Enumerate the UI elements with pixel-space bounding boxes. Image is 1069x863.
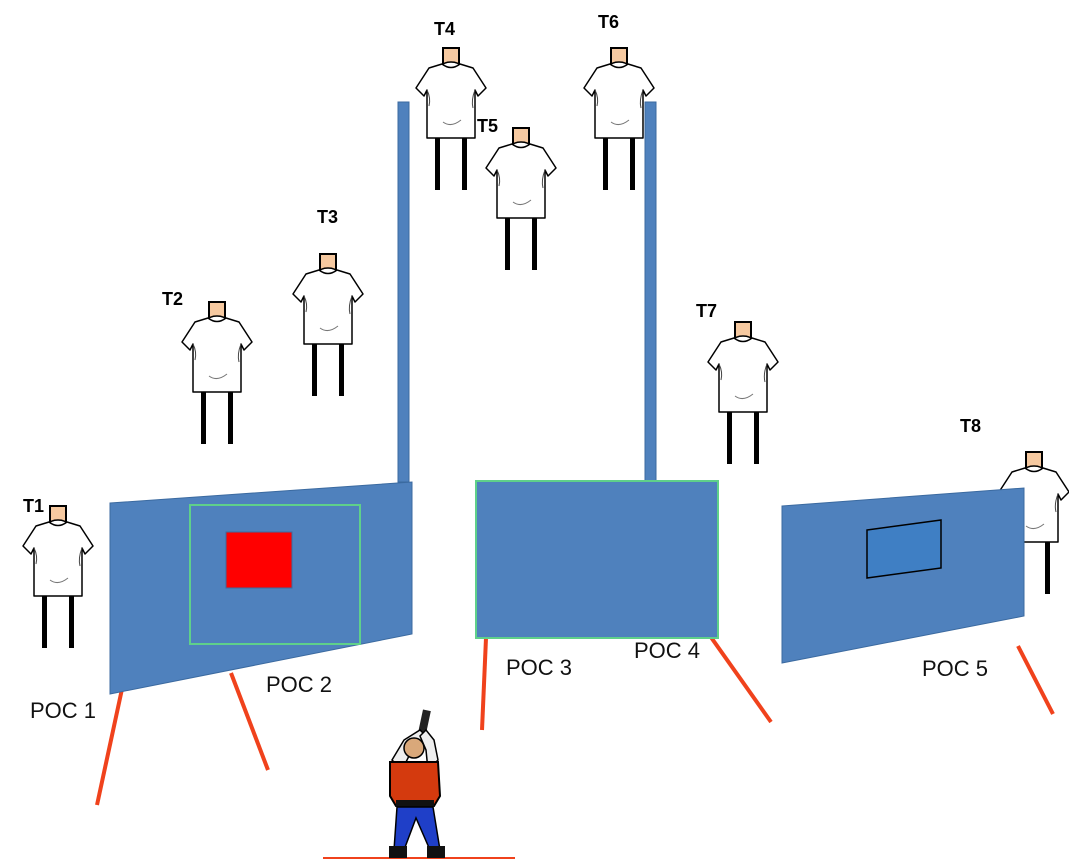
support-leg-poc2 <box>229 672 270 771</box>
barrier-right-window <box>866 519 942 579</box>
poc-label-1: POC 1 <box>30 698 96 723</box>
target-t6 <box>583 47 655 191</box>
barrier-middle <box>475 480 719 639</box>
barrier-right-panel <box>781 487 1025 664</box>
target-label-t3: T3 <box>317 207 338 227</box>
barrier-post-right <box>644 101 657 483</box>
support-leg-poc3 <box>480 637 488 731</box>
poc-label-3: POC 3 <box>506 655 572 680</box>
target-t7 <box>707 321 779 465</box>
target-t1 <box>22 505 94 649</box>
barrier-left-window <box>189 504 361 645</box>
target-silhouette-icon <box>292 253 364 397</box>
target-label-t6: T6 <box>598 12 619 32</box>
target-t2 <box>181 301 253 445</box>
barrier-right <box>781 487 1025 664</box>
target-silhouette-icon <box>485 127 557 271</box>
target-label-t1: T1 <box>23 496 44 516</box>
red-no-shoot-target <box>225 531 293 589</box>
target-silhouette-icon <box>22 505 94 649</box>
support-leg-poc4 <box>706 631 773 724</box>
target-label-t2: T2 <box>162 289 183 309</box>
target-silhouette-icon <box>415 47 487 191</box>
target-silhouette-icon <box>707 321 779 465</box>
target-silhouette-icon <box>181 301 253 445</box>
barrier-post-left <box>397 101 410 483</box>
poc-label-2: POC 2 <box>266 672 332 697</box>
target-t4 <box>415 47 487 191</box>
shooter-icon <box>323 709 515 859</box>
poc-label-5: POC 5 <box>922 656 988 681</box>
barrier-left <box>109 481 413 695</box>
support-leg-poc1 <box>95 688 124 806</box>
target-t3 <box>292 253 364 397</box>
target-t5 <box>485 127 557 271</box>
target-label-t4: T4 <box>434 19 455 39</box>
target-label-t5: T5 <box>477 116 498 136</box>
support-leg-poc5 <box>1016 645 1055 715</box>
target-label-t8: T8 <box>960 416 981 436</box>
poc-label-4: POC 4 <box>634 638 700 663</box>
target-silhouette-icon <box>583 47 655 191</box>
target-label-t7: T7 <box>696 301 717 321</box>
